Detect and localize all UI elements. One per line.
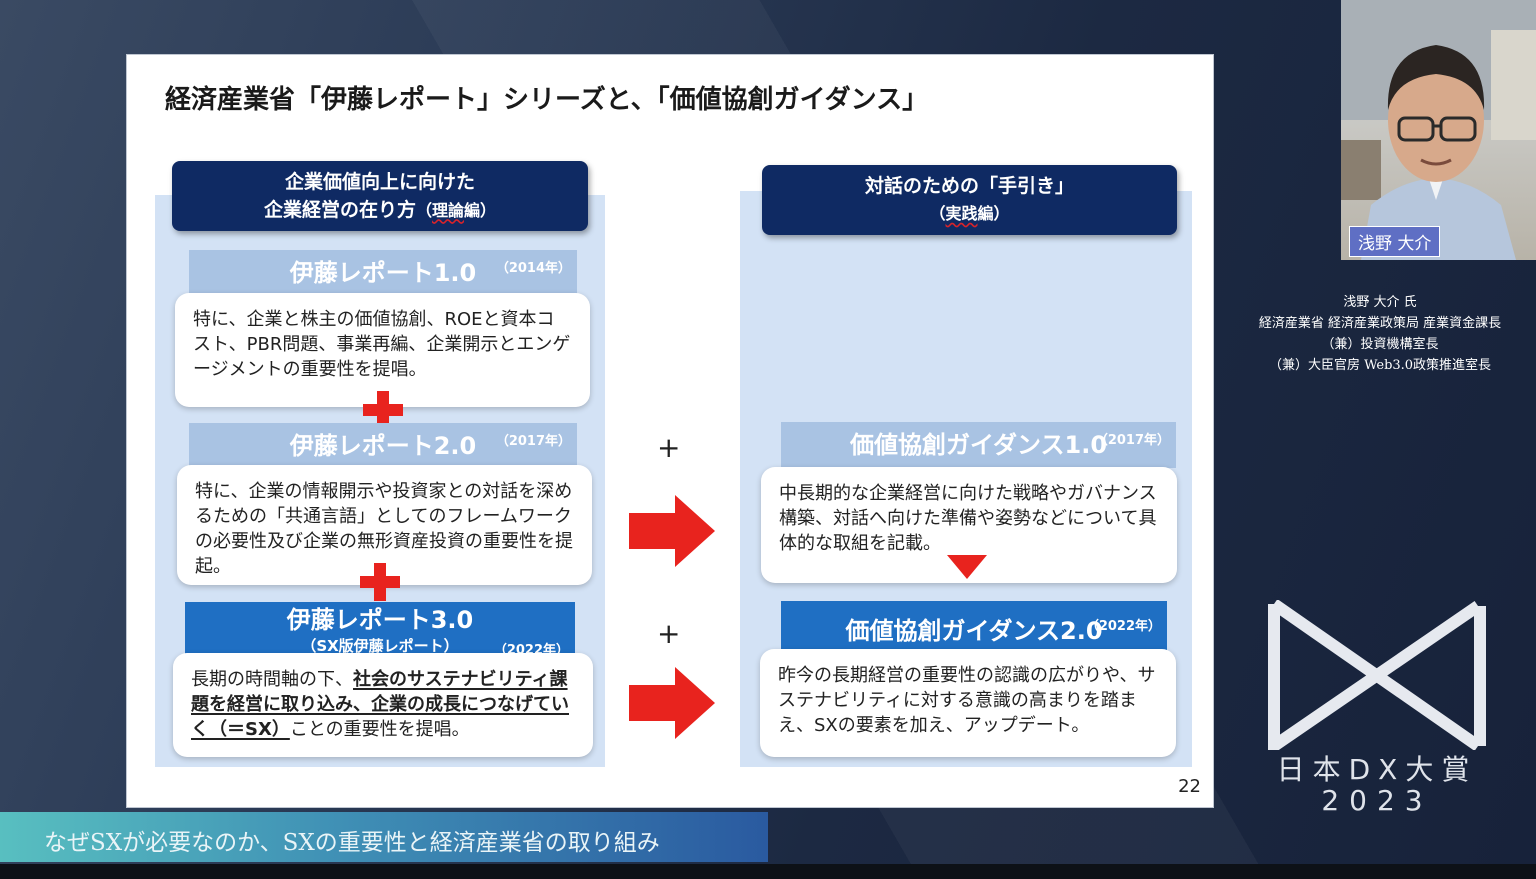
plus-sign-1: +: [657, 431, 681, 464]
speaker-info-line-3: （兼）投資機構室長: [1321, 337, 1439, 352]
right-header-line1: 対話のための「手引き」: [864, 175, 1074, 197]
guidance-2-text: 昨今の長期経営の重要性の認識の広がりや、サステナビリティに対する意識の高まりを踏…: [760, 649, 1176, 757]
report-2-year: （2017年）: [495, 434, 571, 449]
speaker-info-line-4: （兼）大臣官房 Web3.0政策推進室長: [1268, 358, 1492, 373]
guidance-2-year: （2022年）: [1085, 619, 1161, 634]
page-number: 22: [1178, 776, 1201, 797]
report-3-text: 長期の時間軸の下、社会のサステナビリティ課題を経営に取り込み、企業の成長につなげ…: [173, 653, 593, 757]
presentation-slide: 経済産業省「伊藤レポート」シリーズと、「価値協創ガイダンス」 企業価値向上に向け…: [126, 54, 1214, 808]
guidance-2-name: 価値協創ガイダンス2.0: [845, 617, 1103, 645]
report-1-name: 伊藤レポート1.0: [289, 259, 477, 287]
speaker-info-line-2: 経済産業省 経済産業政策局 産業資金課長: [1258, 316, 1502, 331]
right-arrow-icon-1: [629, 495, 715, 567]
dx-logo-icon: [1268, 600, 1486, 750]
left-header-line1: 企業価値向上に向けた: [284, 170, 475, 193]
guidance-1-header: 価値協創ガイダンス1.0 （2017年）: [781, 422, 1176, 468]
bottom-bar: [0, 864, 1536, 879]
caption-bar: なぜSXが必要なのか、SXの重要性と経済産業省の取り組み: [0, 812, 768, 862]
speaker-video: 浅野 大介: [1341, 0, 1536, 260]
logo-text-year: 2023: [1321, 784, 1433, 817]
speaker-figure: [1341, 0, 1536, 260]
report-3-name: 伊藤レポート3.0: [286, 606, 474, 634]
left-header-line2: 企業経営の在り方（理論編）: [263, 198, 497, 221]
report-2-header: 伊藤レポート2.0 （2017年）: [189, 423, 577, 469]
red-plus-icon-2: [360, 563, 400, 601]
report-2-text: 特に、企業の情報開示や投資家との対話を深めるための「共通言語」としてのフレームワ…: [177, 465, 592, 585]
right-arrow-icon-2: [629, 667, 715, 739]
caption-text: なぜSXが必要なのか、SXの重要性と経済産業省の取り組み: [44, 830, 660, 856]
logo-text-award: 日本DX大賞: [1276, 753, 1478, 786]
left-column-header: 企業価値向上に向けた 企業経営の在り方（理論編）: [172, 161, 588, 231]
report-2-name: 伊藤レポート2.0: [289, 432, 477, 460]
right-header-line2: （実践編）: [929, 204, 1010, 223]
red-plus-icon-1: [363, 391, 403, 429]
guidance-1-year: （2017年）: [1094, 433, 1170, 448]
report-1-header: 伊藤レポート1.0 （2014年）: [189, 250, 577, 296]
report-1-year: （2014年）: [495, 261, 571, 276]
guidance-1-name: 価値協創ガイダンス1.0: [849, 431, 1108, 459]
slide-title: 経済産業省「伊藤レポート」シリーズと、「価値協創ガイダンス」: [165, 85, 929, 115]
plus-sign-2: +: [657, 617, 681, 650]
report-3-header: 伊藤レポート3.0 （SX版伊藤レポート） （2022年）: [185, 602, 575, 662]
down-arrow-icon: [947, 555, 987, 579]
report-3-subname: （SX版伊藤レポート）: [301, 637, 459, 655]
right-column-header: 対話のための「手引き」 （実践編）: [762, 165, 1177, 235]
speaker-name-tag: 浅野 大介: [1349, 226, 1441, 257]
speaker-info-line-1: 浅野 大介 氏: [1343, 295, 1417, 310]
report-1-text: 特に、企業と株主の価値協創、ROEと資本コスト、PBR問題、事業再編、企業開示と…: [175, 293, 590, 407]
speaker-info: 浅野 大介 氏 経済産業省 経済産業政策局 産業資金課長 （兼）投資機構室長 （…: [1232, 292, 1528, 376]
